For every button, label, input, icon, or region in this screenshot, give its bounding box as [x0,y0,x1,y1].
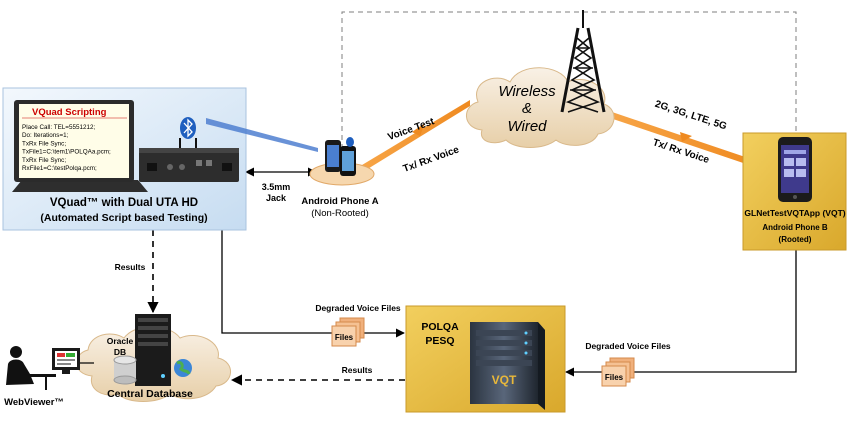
cloud-wired: Wired [507,118,547,135]
oracle-db-icon [113,355,137,385]
degraded-right-label: Degraded Voice Files [585,341,671,351]
vqt-server-icon [470,322,545,410]
cloud-wireless: Wireless [498,83,556,100]
script-line: TxFile1=C:\tem1\POLQAa.pcm; [22,149,111,156]
phone-b-upper-dashed-line [640,11,797,138]
jack-label-line1: 3.5mm [262,182,291,192]
wireless-cloud [466,67,615,148]
jack-label-line2: Jack [266,193,287,203]
laptop-icon [12,100,148,192]
central-db-label: Central Database [107,388,193,400]
vquad-subtitle: (Automated Script based Testing) [40,212,207,224]
db-server-icon [135,314,171,386]
cell-tower-icon [560,10,606,113]
vqt-server-label: VQT [492,373,517,387]
script-line: RxFile1=C:\testPolqa.pcm; [22,165,97,172]
left-txrx-label: Tx/ Rx Voice [402,144,461,175]
phone-b-icon [778,137,812,202]
pesq-label: PESQ [425,335,454,347]
globe-icon [174,359,192,377]
script-line: Do: Iterations=1; [22,132,69,139]
vquad-to-polqa-line [221,230,405,338]
phone-a-to-b-dashed-line [341,11,640,158]
bluetooth-link [206,118,318,152]
files-left-label: Files [335,333,354,342]
phone-a-sublabel: (Non-Rooted) [311,208,369,219]
files-left-icon [331,317,365,347]
uta-device-icon [139,138,239,182]
phone-a-label: Android Phone A [301,196,378,207]
webviewer-person-icon [6,346,56,390]
results-left-label: Results [342,365,373,375]
phone-b-app-label: GLNetTestVQTApp (VQT) [744,208,845,218]
files-right-label: Files [605,373,624,382]
script-line: TxRx File Sync; [22,140,66,147]
oracle-db-label: DB [114,347,126,357]
files-right-icon [601,357,635,387]
polqa-label: POLQA [421,321,459,333]
results-down-label: Results [115,262,146,272]
oracle-label: Oracle [107,336,134,346]
phone-a-icon [325,137,356,176]
bluetooth-icon [180,117,196,139]
phoneb-to-polqa-line [565,250,797,377]
vquad-title: VQuad™ with Dual UTA HD [50,197,198,209]
network-types-label: 2G, 3G, LTE, 5G [653,99,728,133]
cloud-amp: & [522,100,532,117]
script-lines: Place Call: TEL=5551212;Do: Iterations=1… [22,124,111,172]
phone-b-label: Android Phone B [762,223,828,232]
script-line: Place Call: TEL=5551212; [22,124,95,131]
left-voice-link [362,100,470,170]
vquad-scripting-title: VQuad Scripting [32,107,107,118]
webviewer-label: WebViewer™ [4,397,64,408]
degraded-left-label: Degraded Voice Files [315,303,401,313]
script-line: TxRx File Sync; [22,157,66,164]
webviewer-monitor-icon [52,348,80,374]
phone-b-sublabel: (Rooted) [779,235,812,244]
